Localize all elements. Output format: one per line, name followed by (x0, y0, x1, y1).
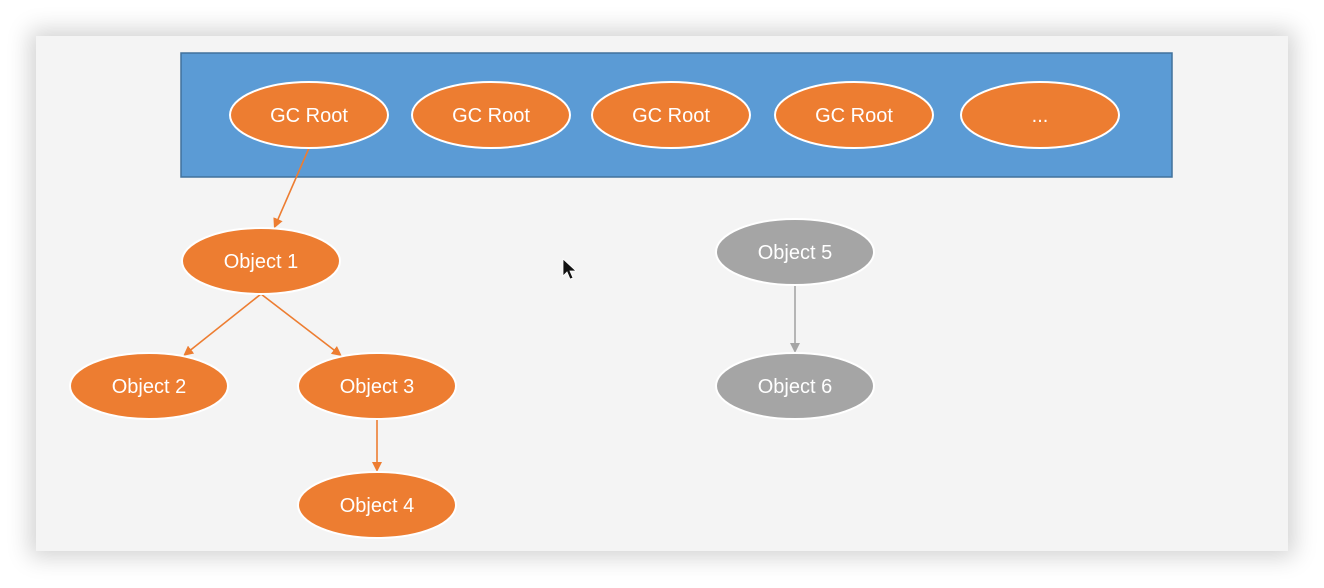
object-node-6-shape (715, 352, 875, 420)
gc-root-more-node-label: ... (1032, 105, 1049, 127)
object-node-1-label: Object 1 (224, 251, 298, 273)
gc-root-node-2-shape (411, 81, 571, 149)
object-node-6-label: Object 6 (758, 376, 832, 398)
object-node-2-shape (69, 352, 229, 420)
object-node-4-shape (297, 471, 457, 539)
object-node-3-label: Object 3 (340, 376, 414, 398)
object-node-5-label: Object 5 (758, 242, 832, 264)
gc-root-node-1: GC Root (229, 81, 389, 149)
object-node-4-label: Object 4 (340, 495, 414, 517)
gc-root-node-4-label: GC Root (815, 105, 893, 127)
slide-canvas: GC Root GC Root GC Root GC Root... Object 1 O… (36, 36, 1288, 551)
gc-root-node-4-shape (774, 81, 934, 149)
object-node-5: Object 5 (715, 218, 875, 286)
edges-layer (183, 147, 800, 472)
object-node-6: Object 6 (715, 352, 875, 420)
gc-root-node-3-shape (591, 81, 751, 149)
gc-root-node-2: GC Root (411, 81, 571, 149)
object-node-4: Object 4 (297, 471, 457, 539)
edge-obj1-to-obj3 (260, 293, 342, 357)
object-node-2: Object 2 (69, 352, 229, 420)
mouse-pointer-icon (562, 258, 578, 280)
object-node-1: Object 1 (181, 227, 341, 295)
object-node-3-shape (297, 352, 457, 420)
object-node-5-shape (715, 218, 875, 286)
nodes-layer: GC Root GC Root GC Root GC Root... Object 1 O… (69, 81, 1120, 539)
edge-root1-to-obj1 (273, 147, 310, 229)
gc-root-node-2-label: GC Root (452, 105, 530, 127)
gc-root-node-3-label: GC Root (632, 105, 710, 127)
gc-root-more-node-shape (960, 81, 1120, 149)
gc-root-node-4: GC Root (774, 81, 934, 149)
object-node-3: Object 3 (297, 352, 457, 420)
gc-roots-diagram: GC Root GC Root GC Root GC Root... Object 1 O… (69, 52, 1173, 539)
gc-root-node-1-shape (229, 81, 389, 149)
gc-root-node-3: GC Root (591, 81, 751, 149)
edge-obj1-to-obj2 (183, 293, 262, 356)
object-node-2-label: Object 2 (112, 376, 186, 398)
gc-root-node-1-label: GC Root (270, 105, 348, 127)
gc-root-more-node: ... (960, 81, 1120, 149)
object-node-1-shape (181, 227, 341, 295)
